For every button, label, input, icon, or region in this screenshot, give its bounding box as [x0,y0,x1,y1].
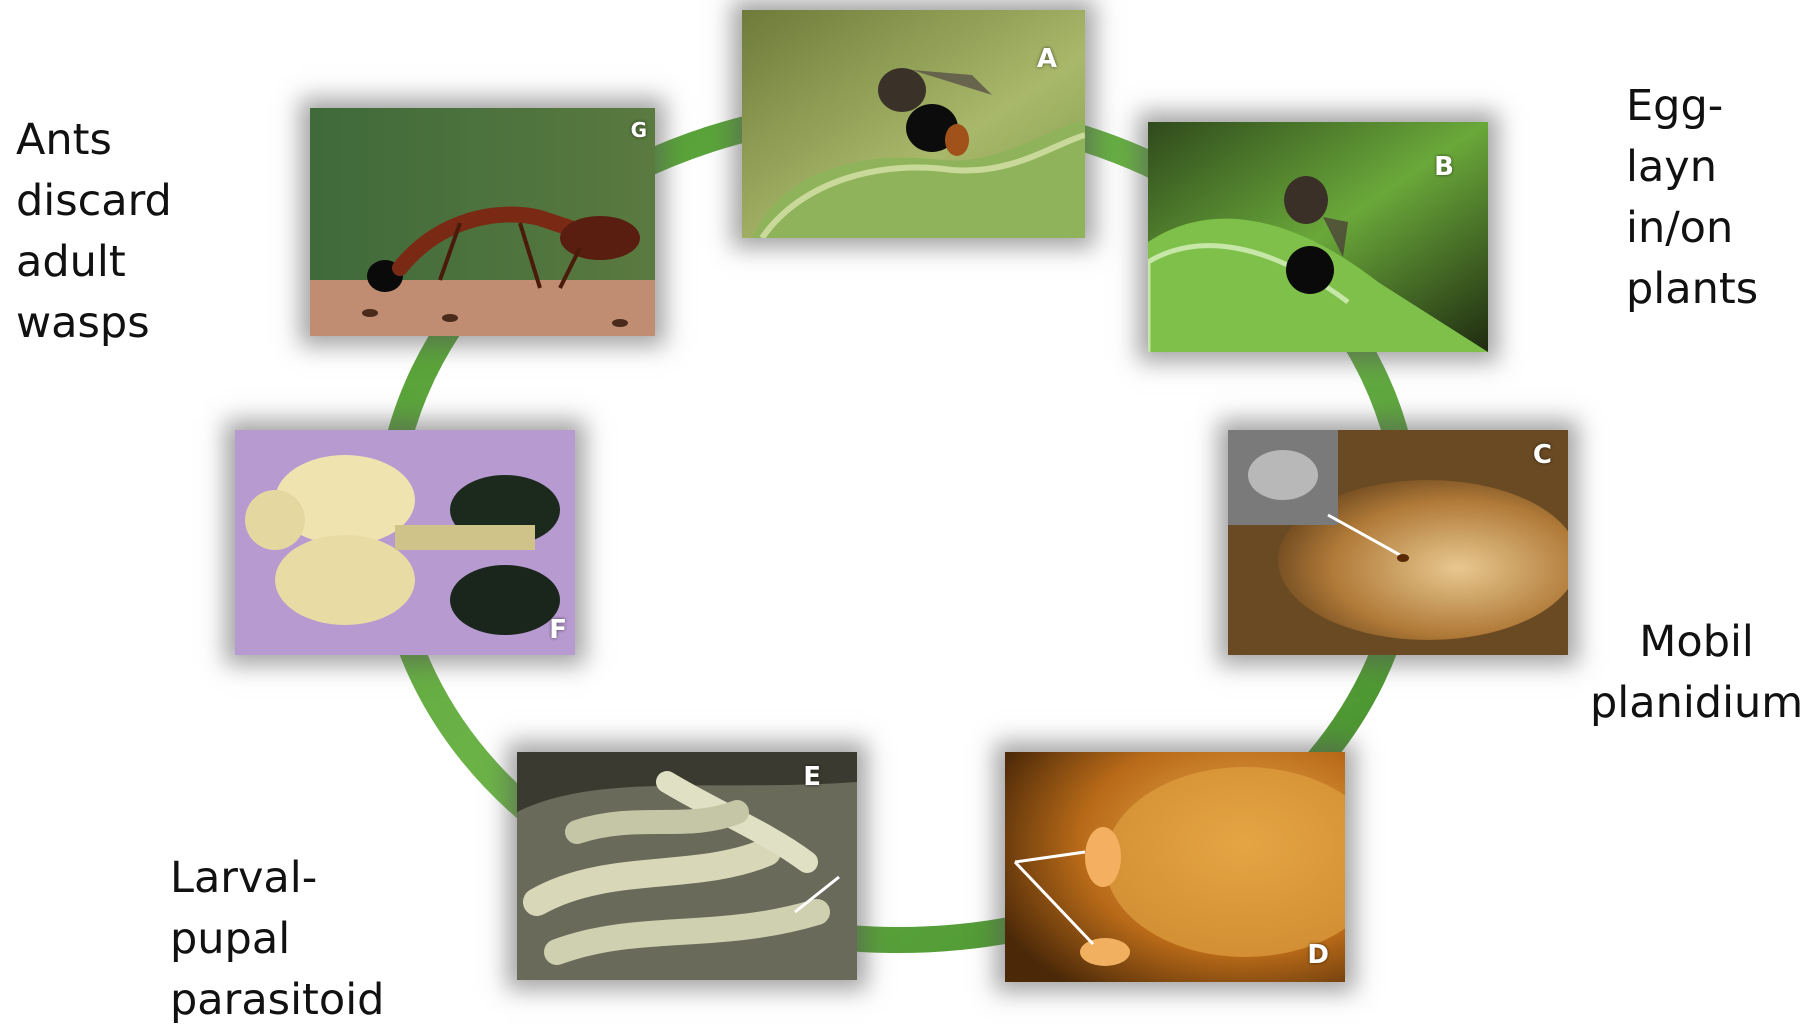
panel-letter-g: G [631,118,647,142]
panel-letter-b: B [1434,152,1454,182]
panel-d-larva-with-eggs: D [1005,752,1345,982]
label-line: Egg- [1626,76,1758,137]
label-line: plants [1626,259,1758,320]
panel-letter-d: D [1307,940,1329,970]
label-line: parasitoid [170,970,384,1031]
panel-e-parasitoid-larvae: E [517,752,857,980]
label-line: in/on [1626,198,1758,259]
panel-letter-c: C [1533,440,1552,470]
label-line: Ants [16,110,172,171]
label-line: wasps [16,293,172,354]
label-line: Larval- [170,848,384,909]
label-line: adult [16,232,172,293]
label-line: layn [1626,137,1758,198]
panel-c-larva-with-planidium: C [1228,430,1568,655]
panel-letter-a: A [1037,44,1057,74]
label-ants-discard-adult-wasps: Ants discard adult wasps [16,110,172,354]
panel-letter-f: F [549,615,567,645]
label-egg-layn-in-on-plants: Egg- layn in/on plants [1626,76,1758,320]
label-line: planidium [1590,673,1803,734]
panel-g-ants-carrying-wasp: G [310,108,655,336]
panel-b-wasp-on-hairy-leaf: B [1148,122,1488,352]
panel-letter-e: E [803,762,821,792]
label-mobil-planidium: Mobil planidium [1590,612,1803,734]
label-line: discard [16,171,172,232]
label-larval-pupal-parasitoid: Larval- pupal parasitoid [170,848,384,1031]
label-line: pupal [170,909,384,970]
label-line: Mobil [1590,612,1803,673]
panel-f-wasp-pupae: F [235,430,575,655]
panel-a-wasp-on-leaf: A [742,10,1085,238]
